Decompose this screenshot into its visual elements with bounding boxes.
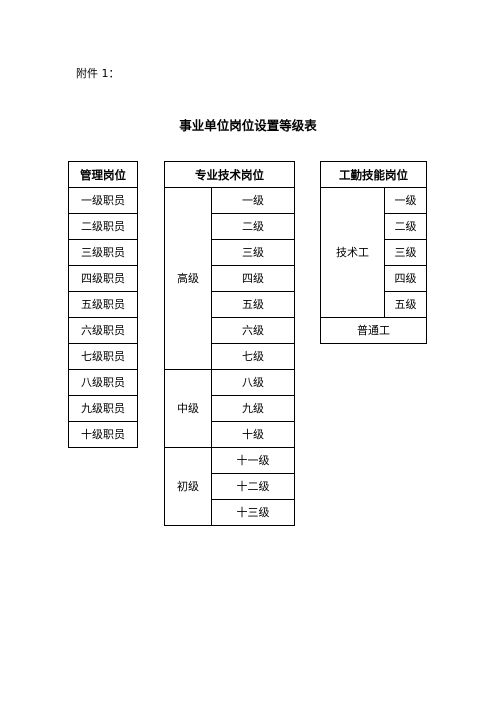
professional-grade-table: 专业技术岗位 高级 一级 二级 三级 四级 五级 六级 七级 中级 八级 九级 … <box>164 161 295 526</box>
management-level-cell: 二级职员 <box>68 213 138 240</box>
professional-header: 专业技术岗位 <box>164 161 295 188</box>
management-grade-table: 管理岗位 一级职员 二级职员 三级职员 四级职员 五级职员 六级职员 七级职员 … <box>68 161 138 448</box>
professional-level-cell: 二级 <box>211 213 295 240</box>
management-level-cell: 三级职员 <box>68 239 138 266</box>
professional-level-cell: 七级 <box>211 343 295 370</box>
management-header: 管理岗位 <box>68 161 138 188</box>
attachment-label: 附件 1： <box>76 67 120 80</box>
worker-level-cell: 三级 <box>384 239 427 266</box>
management-level-cell: 五级职员 <box>68 291 138 318</box>
worker-grade-table: 工勤技能岗位 技术工 一级 二级 三级 四级 五级 普通工 <box>320 161 427 344</box>
management-level-cell: 八级职员 <box>68 369 138 396</box>
worker-general-cell: 普通工 <box>320 317 427 344</box>
professional-level-cell: 十三级 <box>211 499 295 526</box>
management-level-cell: 四级职员 <box>68 265 138 292</box>
management-level-cell: 九级职员 <box>68 395 138 422</box>
professional-level-cell: 三级 <box>211 239 295 266</box>
professional-level-cell: 十一级 <box>211 447 295 474</box>
professional-level-cell: 十级 <box>211 421 295 448</box>
worker-level-cell: 四级 <box>384 265 427 292</box>
management-level-cell: 一级职员 <box>68 187 138 214</box>
professional-level-cell: 五级 <box>211 291 295 318</box>
professional-level-cell: 八级 <box>211 369 295 396</box>
professional-level-cell: 十二级 <box>211 473 295 500</box>
worker-level-cell: 二级 <box>384 213 427 240</box>
worker-group-skilled: 技术工 <box>320 187 385 318</box>
management-level-cell: 十级职员 <box>68 421 138 448</box>
professional-group-senior: 高级 <box>164 187 212 370</box>
professional-level-cell: 九级 <box>211 395 295 422</box>
professional-level-cell: 六级 <box>211 317 295 344</box>
professional-group-junior: 初级 <box>164 447 212 526</box>
worker-level-cell: 五级 <box>384 291 427 318</box>
management-level-cell: 六级职员 <box>68 317 138 344</box>
professional-group-intermediate: 中级 <box>164 369 212 448</box>
document-title: 事业单位岗位设置等级表 <box>179 118 317 133</box>
professional-level-cell: 四级 <box>211 265 295 292</box>
worker-level-cell: 一级 <box>384 187 427 214</box>
worker-header: 工勤技能岗位 <box>320 161 427 188</box>
professional-level-cell: 一级 <box>211 187 295 214</box>
management-level-cell: 七级职员 <box>68 343 138 370</box>
